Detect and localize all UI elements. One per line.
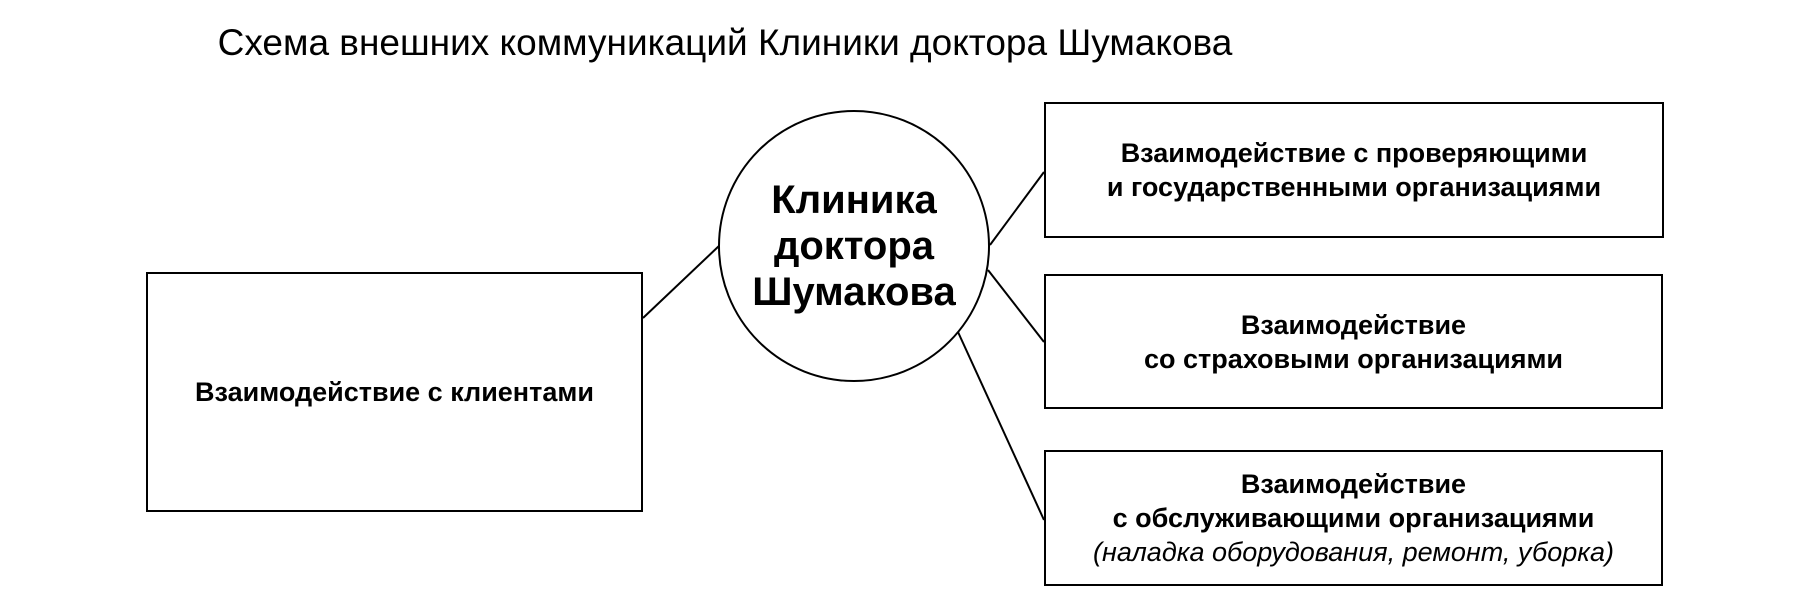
connector-clients — [642, 244, 721, 319]
connector-service — [957, 331, 1045, 521]
insurance-box: Взаимодействие со страховыми организация… — [1044, 274, 1663, 409]
gov-box-line-1: Взаимодействие с проверяющими — [1120, 138, 1588, 168]
clinic-name-line-3: Шумакова — [752, 270, 956, 314]
connector-insurance — [987, 269, 1045, 343]
clients-box-label: Взаимодействие с клиентами — [195, 377, 594, 407]
service-box-line-1: Взаимодействие — [1240, 469, 1467, 499]
clinic-name-line-2: доктора — [773, 224, 935, 268]
connector-gov — [989, 171, 1045, 246]
clinic-center-node: Клиника доктора Шумакова — [718, 110, 990, 382]
insurance-box-line-2: со страховыми организациями — [1143, 343, 1564, 374]
service-box-line-2: с обслуживающими организациями — [1112, 503, 1595, 533]
gov-box: Взаимодействие с проверяющими и государс… — [1044, 102, 1664, 238]
service-box: Взаимодействие с обслуживающими организа… — [1044, 450, 1663, 586]
insurance-box-line-1: Взаимодействие — [1240, 309, 1467, 340]
diagram-title: Схема внешних коммуникаций Клиники докто… — [217, 22, 1233, 63]
service-box-note: (наладка оборудования, ремонт, уборка) — [1093, 537, 1614, 567]
clients-box: Взаимодействие с клиентами — [146, 272, 643, 512]
clinic-name-line-1: Клиника — [771, 178, 937, 222]
gov-box-line-2: и государственными организациями — [1106, 172, 1602, 202]
